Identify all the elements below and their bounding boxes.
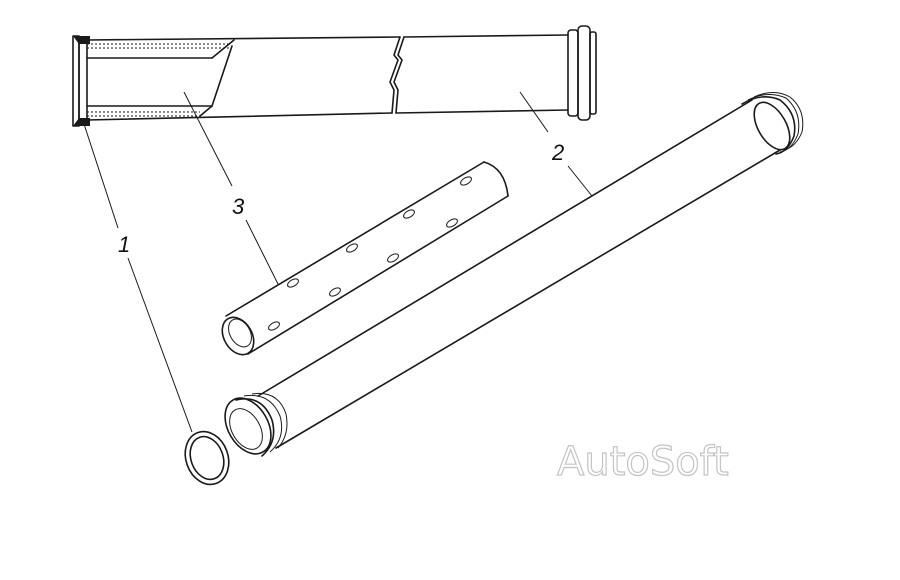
tube-3-holes (268, 176, 472, 331)
part-2-outer-tube (224, 92, 804, 457)
outer-tube-bottom-edge (86, 112, 393, 121)
right-thread-collar (567, 29, 579, 117)
outer-tube-top-edge (86, 36, 401, 41)
left-end-flange (78, 39, 88, 123)
assembly-cutaway-view (72, 25, 597, 127)
tube-3-left-opening (221, 316, 255, 356)
leader-line-2-upper (519, 91, 549, 133)
callout-1: 1 (118, 232, 130, 257)
part-3-perforated-tube (221, 161, 509, 356)
break-line-right (393, 36, 405, 114)
leader-line-3-lower (245, 219, 279, 285)
leader-line-3-upper (183, 91, 233, 187)
tube-2-right-thread (741, 96, 796, 155)
leader-line-2-lower (567, 165, 593, 197)
tube-2-left-thread (235, 398, 275, 457)
callout-3: 3 (232, 194, 245, 219)
left-end-cap (72, 35, 80, 127)
callout-2: 2 (551, 140, 564, 165)
leader-lines (83, 91, 593, 433)
watermark-autosoft: AutoSoft (557, 439, 729, 485)
leader-line-1-lower (127, 257, 193, 433)
tube-2-left-opening (224, 397, 272, 455)
leader-line-1-upper (83, 123, 119, 229)
break-line-left (389, 36, 401, 114)
part-1-seal-ring (184, 430, 230, 486)
